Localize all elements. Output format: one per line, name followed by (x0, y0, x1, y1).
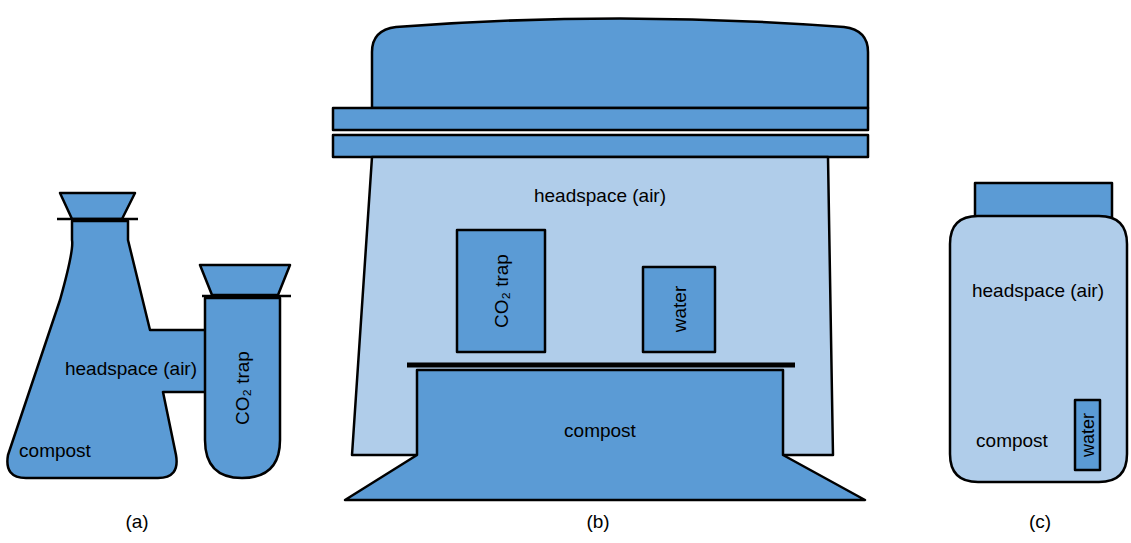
flask-shape (7, 221, 207, 478)
body-flange (333, 135, 868, 157)
panel-letter: (b) (586, 512, 609, 531)
water-label: water (1079, 413, 1097, 457)
headspace-label: headspace (air) (65, 359, 197, 378)
flask: headspace (air) compost (0, 188, 212, 482)
panel-letter: (c) (1029, 512, 1051, 531)
headspace-label: headspace (air) (972, 281, 1104, 300)
water-label: water (670, 286, 689, 332)
compost-label: compost (19, 441, 91, 460)
water-box-shape (643, 267, 715, 352)
desiccator-lid (372, 19, 868, 109)
co2-trap-label: CO₂ trap (492, 254, 511, 328)
flask-stopper (60, 193, 135, 219)
co2-trap-label: CO₂ trap (233, 351, 252, 425)
lid-flange (333, 108, 868, 130)
flask-outline (0, 188, 212, 482)
co2-trap-tube-shape (205, 298, 280, 478)
water-box: water (643, 267, 715, 352)
jar-shape (950, 216, 1127, 482)
compost-label: compost (564, 421, 636, 440)
compost-label: compost (976, 431, 1048, 450)
compost-chamber-shape (345, 370, 865, 500)
panel-letter: (a) (125, 512, 148, 531)
headspace-label: headspace (air) (534, 186, 666, 205)
compost-chamber: compost (340, 368, 870, 504)
water-box: water (1075, 400, 1100, 470)
shelf (407, 363, 795, 368)
co2-trap-box-shape (457, 230, 545, 352)
tube-stopper (200, 265, 290, 295)
water-box-shape (1075, 400, 1100, 470)
co2-trap-box: CO₂ trap (457, 230, 545, 352)
co2-trap-tube: CO₂ trap (203, 296, 283, 482)
jar-cap (975, 183, 1112, 218)
jar: headspace (air) compost water (948, 213, 1130, 485)
